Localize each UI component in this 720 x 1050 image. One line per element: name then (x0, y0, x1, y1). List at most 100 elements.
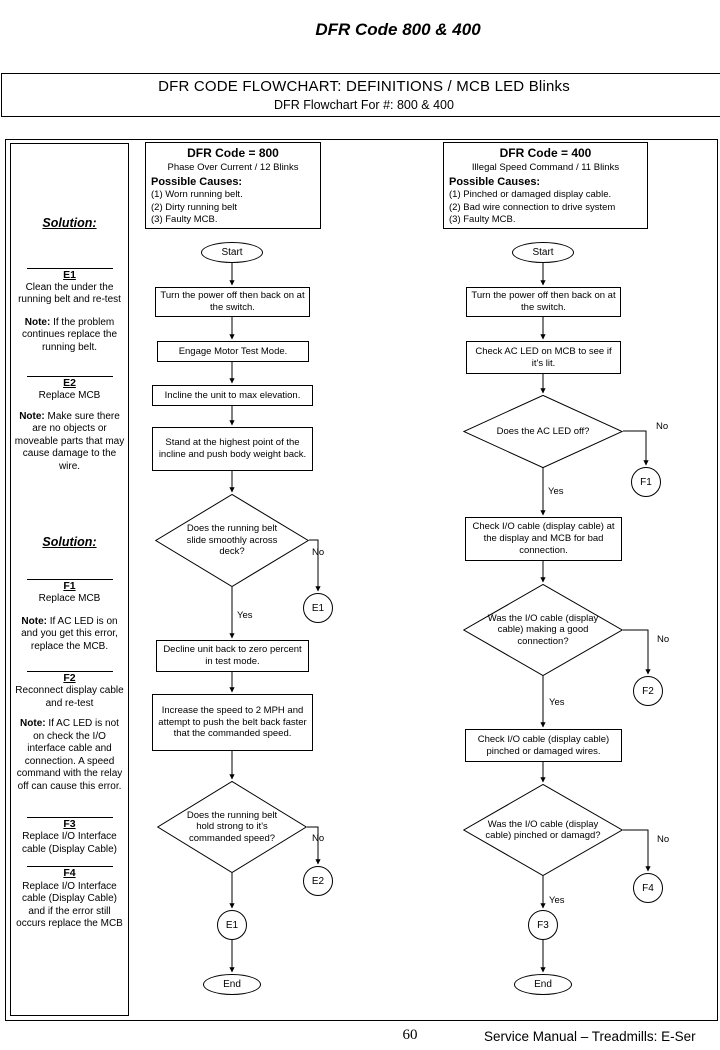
edge-label-yes: Yes (549, 697, 565, 708)
code-800-info-box: DFR Code = 800 Phase Over Current / 12 B… (145, 142, 321, 229)
edge-label-no: No (312, 547, 325, 558)
branch-e1-circle: E1 (303, 593, 333, 623)
solution-entry-f3: F3 Replace I/O Interface cable (Display … (14, 817, 125, 856)
branch-e2-circle: E2 (303, 866, 333, 896)
solution-heading-1: Solution: (42, 216, 97, 230)
branch-f4-circle: F4 (633, 873, 663, 903)
note-label: Note: (24, 316, 51, 328)
divider (26, 817, 113, 819)
page-title: DFR Code 800 & 400 (315, 20, 481, 39)
end-terminal-400: End (514, 974, 572, 995)
possible-causes-label: Possible Causes: (449, 175, 541, 188)
step-incline-max: Incline the unit to max elevation. (152, 385, 313, 406)
solution-label-e2: E2 (63, 377, 76, 390)
decision-text: Does the running belt hold strong to it'… (186, 809, 278, 844)
diamond-shape (463, 784, 623, 876)
solution-note-e2: Note: Make sure there are no objects or … (14, 411, 125, 474)
solution-text-e1: Clean the under the running belt and re-… (18, 281, 121, 306)
solution-text-f1: Replace MCB (38, 593, 101, 605)
branch-f2-circle: F2 (633, 676, 663, 706)
decision-io-pinched: Was the I/O cable (display cable) pinche… (463, 784, 623, 876)
decision-text: Does the running belt slide smoothly acr… (186, 523, 278, 558)
decision-text: Was the I/O cable (display cable) pinche… (485, 818, 601, 841)
code-400-title: DFR Code = 400 (499, 146, 592, 160)
possible-causes-label: Possible Causes: (151, 175, 243, 188)
flowchart-header-title: DFR CODE FLOWCHART: DEFINITIONS / MCB LE… (158, 78, 570, 95)
step-check-ac-led: Check AC LED on MCB to see if it's lit. (466, 341, 621, 374)
solutions-panel: Solution: E1 Clean the under the running… (10, 143, 129, 1016)
flowchart-frame (5, 139, 718, 1021)
cause-item: (1) Worn running belt. (151, 189, 243, 201)
solution-label-f3: F3 (63, 818, 76, 831)
solution-text-f4: Replace I/O Interface cable (Display Cab… (16, 880, 123, 930)
decision-text: Was the I/O cable (display cable) making… (487, 612, 599, 647)
solution-text-f3: Replace I/O Interface cable (Display Cab… (21, 831, 118, 855)
solution-label-e1: E1 (63, 268, 76, 281)
footer-text: Service Manual – Treadmills: E-Ser (484, 1029, 696, 1044)
edge-label-no: No (657, 834, 670, 845)
solution-note-f2: Note: If AC LED is not on check the I/O … (14, 718, 125, 793)
end-terminal-800: End (203, 974, 261, 995)
code-400-subtitle: Illegal Speed Command / 11 Blinks (471, 161, 620, 173)
start-terminal-400: Start (512, 242, 574, 263)
note-label: Note: (21, 615, 47, 627)
diamond-shape (155, 494, 309, 587)
cause-item: (3) Faulty MCB. (151, 213, 218, 225)
edge-label-no: No (656, 421, 669, 432)
solution-entry-f4: F4 Replace I/O Interface cable (Display … (14, 866, 125, 930)
step-check-io-pinched: Check I/O cable (display cable) pinched … (465, 729, 622, 762)
note-text: Make sure there are no objects or moveab… (14, 410, 125, 472)
decision-ac-led-off: Does the AC LED off? (463, 395, 623, 468)
edge-label-yes: Yes (548, 486, 564, 497)
solution-note-e1: Note: If the problem continues replace t… (14, 317, 125, 355)
note-label: Note: (20, 718, 46, 730)
step-power-cycle-800: Turn the power off then back on at the s… (155, 287, 310, 317)
edge-label-yes: Yes (237, 610, 253, 621)
divider (26, 267, 113, 269)
flowchart-header-subtitle: DFR Flowchart For #: 800 & 400 (274, 98, 454, 112)
cause-item: (1) Pinched or damaged display cable. (449, 189, 612, 201)
note-text: If AC LED is not on check the I/O interf… (16, 718, 123, 792)
note-label: Note: (19, 410, 45, 422)
flowchart-header: DFR CODE FLOWCHART: DEFINITIONS / MCB LE… (1, 73, 720, 117)
solution-label-f2: F2 (63, 672, 76, 685)
solution-text-f2: Reconnect display cable and re-test (15, 685, 124, 709)
divider (26, 579, 113, 580)
decision-belt-hold: Does the running belt hold strong to it'… (157, 781, 307, 873)
step-engage-motor-test: Engage Motor Test Mode. (157, 341, 309, 362)
solution-entry-f1: F1 Replace MCB (14, 579, 125, 606)
solution-note-f1: Note: If AC LED is on and you get this e… (14, 616, 125, 654)
terminal-f3-circle: F3 (528, 910, 558, 940)
start-terminal-800: Start (201, 242, 263, 263)
solution-heading-2: Solution: (42, 535, 97, 550)
decision-text: Does the AC LED off? (496, 425, 590, 437)
solution-entry-f2: F2 Reconnect display cable and re-test (14, 671, 125, 710)
decision-io-connection: Was the I/O cable (display cable) making… (463, 584, 623, 676)
note-text: If AC LED is on and you get this error, … (21, 615, 118, 652)
cause-item: (2) Bad wire connection to drive system (449, 201, 616, 213)
page-number: 60 (402, 1027, 418, 1043)
step-check-io-cable: Check I/O cable (display cable) at the d… (465, 517, 622, 561)
edge-label-no: No (657, 634, 670, 645)
diamond-shape (463, 584, 623, 676)
step-increase-speed: Increase the speed to 2 MPH and attempt … (152, 694, 313, 751)
cause-item: (2) Dirty running belt (151, 201, 238, 213)
solution-entry-e2: E2 Replace MCB (14, 376, 125, 403)
step-decline-zero: Decline unit back to zero percent in tes… (156, 640, 309, 672)
decision-belt-slide: Does the running belt slide smoothly acr… (155, 494, 309, 587)
solution-entry-e1: E1 Clean the under the running belt and … (14, 267, 125, 307)
terminal-e1-circle: E1 (217, 910, 247, 940)
diamond-shape (463, 395, 623, 468)
solution-label-f1: F1 (63, 580, 76, 592)
cause-item: (3) Faulty MCB. (449, 213, 516, 225)
diamond-shape (157, 781, 307, 873)
step-stand-push-back: Stand at the highest point of the inclin… (152, 427, 313, 471)
solution-label-f4: F4 (63, 867, 76, 880)
code-800-subtitle: Phase Over Current / 12 Blinks (167, 161, 299, 173)
divider (26, 866, 113, 868)
edge-label-no: No (312, 833, 325, 844)
divider (26, 376, 113, 378)
edge-label-yes: Yes (549, 895, 565, 906)
divider (26, 671, 113, 673)
